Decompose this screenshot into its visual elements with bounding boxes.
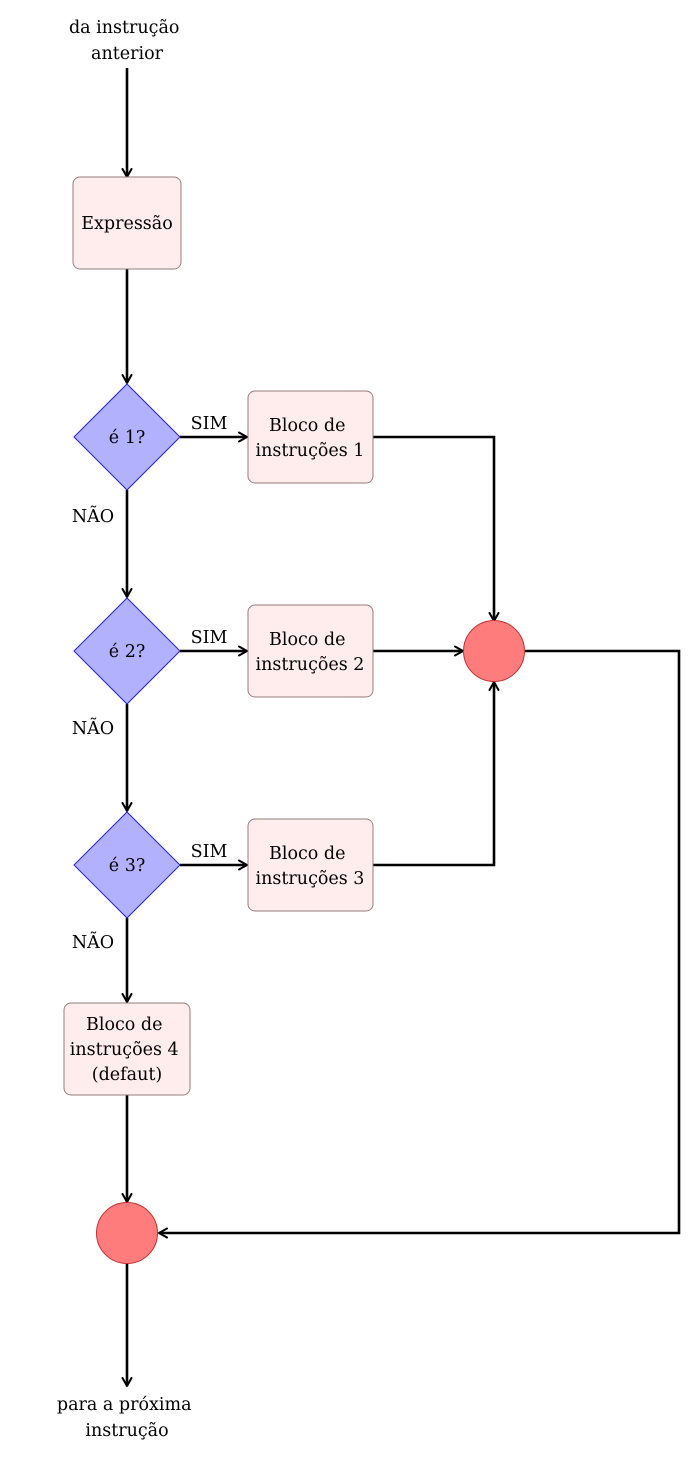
expression-label: Expressão	[81, 214, 173, 234]
start-label: da instrução anterior	[69, 18, 185, 64]
block-1-label: Bloco de instruções 1	[256, 416, 365, 461]
merge-connector-circle	[463, 620, 525, 682]
final-connector-circle	[96, 1202, 158, 1264]
yes-label-1: SIM	[191, 414, 228, 434]
labels: da instrução anterior Expressão é 1? é 2…	[57, 18, 365, 1441]
end-label: para a próxima instrução	[57, 1395, 197, 1441]
decision-3-label: é 3?	[109, 856, 145, 876]
no-label-3: NÃO	[72, 932, 114, 953]
decision-1-diamond	[73, 383, 181, 491]
edge-block-3-to-merge	[373, 681, 500, 867]
no-label-2: NÃO	[72, 718, 114, 739]
no-label-1: NÃO	[72, 506, 114, 527]
decision-1-label: é 1?	[109, 428, 145, 448]
decision-3-diamond	[73, 811, 181, 919]
expression-box	[72, 176, 182, 270]
block-4-label: Bloco de instruções 4 (defaut)	[70, 1015, 184, 1085]
edges	[121, 68, 681, 1387]
block-4-box	[63, 1002, 191, 1096]
edge-block-1-to-merge	[373, 435, 500, 622]
yes-label-3: SIM	[191, 842, 228, 862]
decision-2-label: é 2?	[109, 642, 145, 662]
edge-merge-to-final	[158, 649, 681, 1239]
decision-2-diamond	[73, 597, 181, 705]
block-3-label: Bloco de instruções 3	[256, 844, 365, 889]
block-2-box	[247, 604, 374, 698]
block-1-box	[247, 390, 374, 484]
yes-label-2: SIM	[191, 628, 228, 648]
block-3-box	[247, 818, 374, 912]
block-2-label: Bloco de instruções 2	[256, 630, 365, 675]
nodes	[63, 176, 525, 1264]
